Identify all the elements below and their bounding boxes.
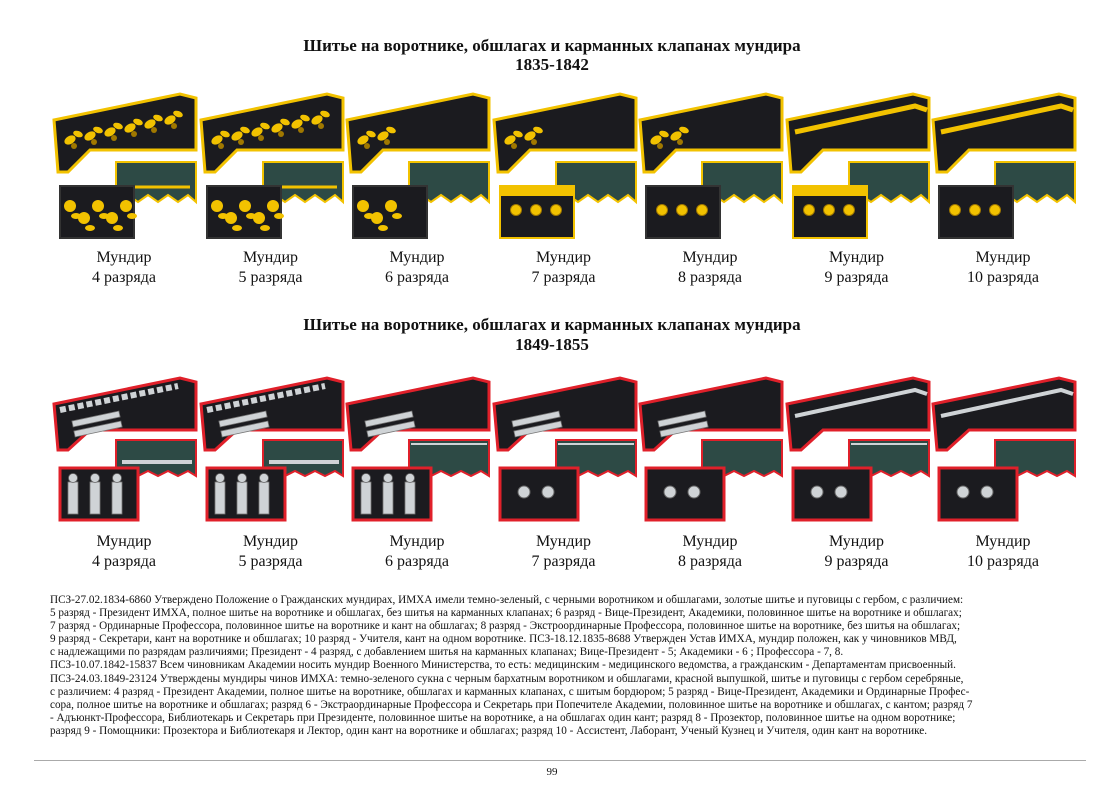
note-line: сора, полное шитье на воротнике и обшлаг…	[50, 698, 973, 711]
section1-title-line1: Шитье на воротнике, обшлагах и карманных…	[303, 36, 801, 55]
note-line: - Адъюнкт-Профессора, Библиотекарь и Сек…	[50, 711, 956, 724]
uniform-illustration-1835-6	[345, 92, 491, 239]
uniform-1835-caption-line2: 9 разряда	[824, 269, 889, 286]
uniform-1835-caption-line2: 5 разряда	[238, 269, 303, 286]
uniform-1835-caption-line2: 8 разряда	[677, 269, 743, 286]
note-line: разряд 9 - Помощники: Прозектора и Библи…	[50, 724, 927, 737]
uniform-1849-item-9	[783, 376, 931, 526]
uniform-1835-item-4	[50, 92, 198, 242]
uniform-1849-item-5	[197, 376, 345, 526]
uniform-1849-item-8	[636, 376, 784, 526]
section2-title-line2: 1849-1855	[515, 335, 589, 354]
uniform-1835-caption-line1: Мундир	[682, 249, 738, 266]
uniform-illustration-1835-7	[491, 92, 637, 239]
uniform-illustration-1849-10	[931, 376, 1077, 522]
section2-title-line1: Шитье на воротнике, обшлагах и карманных…	[303, 315, 801, 334]
note-line: ПСЗ-24.03.1849-23124 Утверждены мундиры …	[50, 672, 964, 685]
footer-rule	[34, 760, 1086, 761]
uniform-illustration-1849-5	[198, 376, 344, 522]
note-line: 7 разряд - Ординарные Профессора, полови…	[50, 620, 961, 633]
uniform-illustration-1835-5	[198, 92, 344, 239]
uniform-1835-caption-line1: Мундир	[828, 249, 885, 266]
uniform-1835-caption-line1: Мундир	[242, 249, 299, 266]
uniform-1849-item-4	[50, 376, 198, 526]
uniform-1849-caption-line2: 5 разряда	[238, 553, 303, 570]
note-line: с надлежащими по разрядам различиями; Пр…	[50, 646, 844, 659]
uniform-row-1849: Мундир 4 разряда Мундир 5 разряда Мундир 6 ра…	[50, 376, 1090, 576]
uniform-1835-caption-line1: Мундир	[389, 249, 445, 266]
uniform-1849-item-7	[490, 376, 638, 526]
uniform-illustration-1835-4	[52, 92, 198, 239]
uniform-1835-caption-line1: Мундир	[96, 249, 152, 266]
uniform-illustration-1849-7	[491, 376, 637, 522]
uniform-1849-caption-line2: 4 разряда	[91, 553, 157, 570]
uniform-1849-caption-line1: Мундир	[242, 533, 299, 550]
uniform-1849-caption-line2: 6 разряда	[384, 553, 450, 570]
uniform-illustration-1835-8	[638, 92, 784, 239]
uniform-1835-caption-line2: 10 разряда	[966, 269, 1040, 286]
uniform-1835-item-8	[636, 92, 784, 242]
uniform-1835-caption-line1: Мундир	[535, 249, 592, 266]
uniform-1835-caption-line1: Мундир	[975, 249, 1031, 266]
uniform-1835-item-9	[783, 92, 931, 242]
uniform-illustration-1849-4	[52, 376, 198, 522]
uniform-1849-caption-line1: Мундир	[535, 533, 592, 550]
uniform-1849-caption-line1: Мундир	[389, 533, 445, 550]
uniform-illustration-1849-8	[638, 376, 784, 522]
note-line: 9 разряд - Секретари, кант на воротнике …	[50, 633, 957, 646]
page-number: 99	[546, 766, 558, 778]
uniform-illustration-1849-6	[345, 376, 491, 522]
uniform-1849-caption-line2: 7 разряда	[531, 553, 596, 570]
uniform-1835-caption-line2: 6 разряда	[384, 269, 450, 286]
uniform-illustration-1849-9	[784, 376, 930, 522]
note-line: с различием: 4 разряд - Президент Академ…	[50, 685, 970, 698]
uniform-1835-item-6	[343, 92, 491, 242]
uniform-1849-caption-line2: 10 разряда	[966, 553, 1040, 570]
uniform-1849-caption-line1: Мундир	[96, 533, 152, 550]
uniform-1835-item-10	[929, 92, 1077, 242]
uniform-1849-item-10	[929, 376, 1077, 526]
note-line: ПСЗ-27.02.1834-6860 Утверждено Положение…	[50, 594, 964, 606]
uniform-1835-caption-line2: 4 разряда	[91, 269, 157, 286]
legislation-notes: ПСЗ-27.02.1834-6860 Утверждено Положение…	[50, 594, 1080, 738]
uniform-1849-caption-line1: Мундир	[682, 533, 738, 550]
uniform-1835-caption-line2: 7 разряда	[531, 269, 596, 286]
uniform-1849-caption-line2: 9 разряда	[824, 553, 889, 570]
note-line: 5 разряд - Президент ИМХА, полное шитье …	[50, 607, 962, 620]
uniform-row-1835: Мундир 4 разряда Мундир 5 разряда Мундир 6 ра…	[50, 92, 1090, 292]
uniform-illustration-1835-9	[784, 92, 930, 239]
uniform-1849-caption-line2: 8 разряда	[677, 553, 743, 570]
note-line: ПСЗ-10.07.1842-15837 Всем чиновникам Ака…	[50, 659, 956, 672]
uniform-1835-item-5	[197, 92, 345, 242]
uniform-1849-item-6	[343, 376, 491, 526]
uniform-1835-item-7	[490, 92, 638, 242]
uniform-illustration-1835-10	[931, 92, 1077, 239]
uniform-1849-caption-line1: Мундир	[828, 533, 885, 550]
uniform-1849-caption-line1: Мундир	[975, 533, 1031, 550]
section1-title-line2: 1835-1842	[515, 55, 589, 74]
